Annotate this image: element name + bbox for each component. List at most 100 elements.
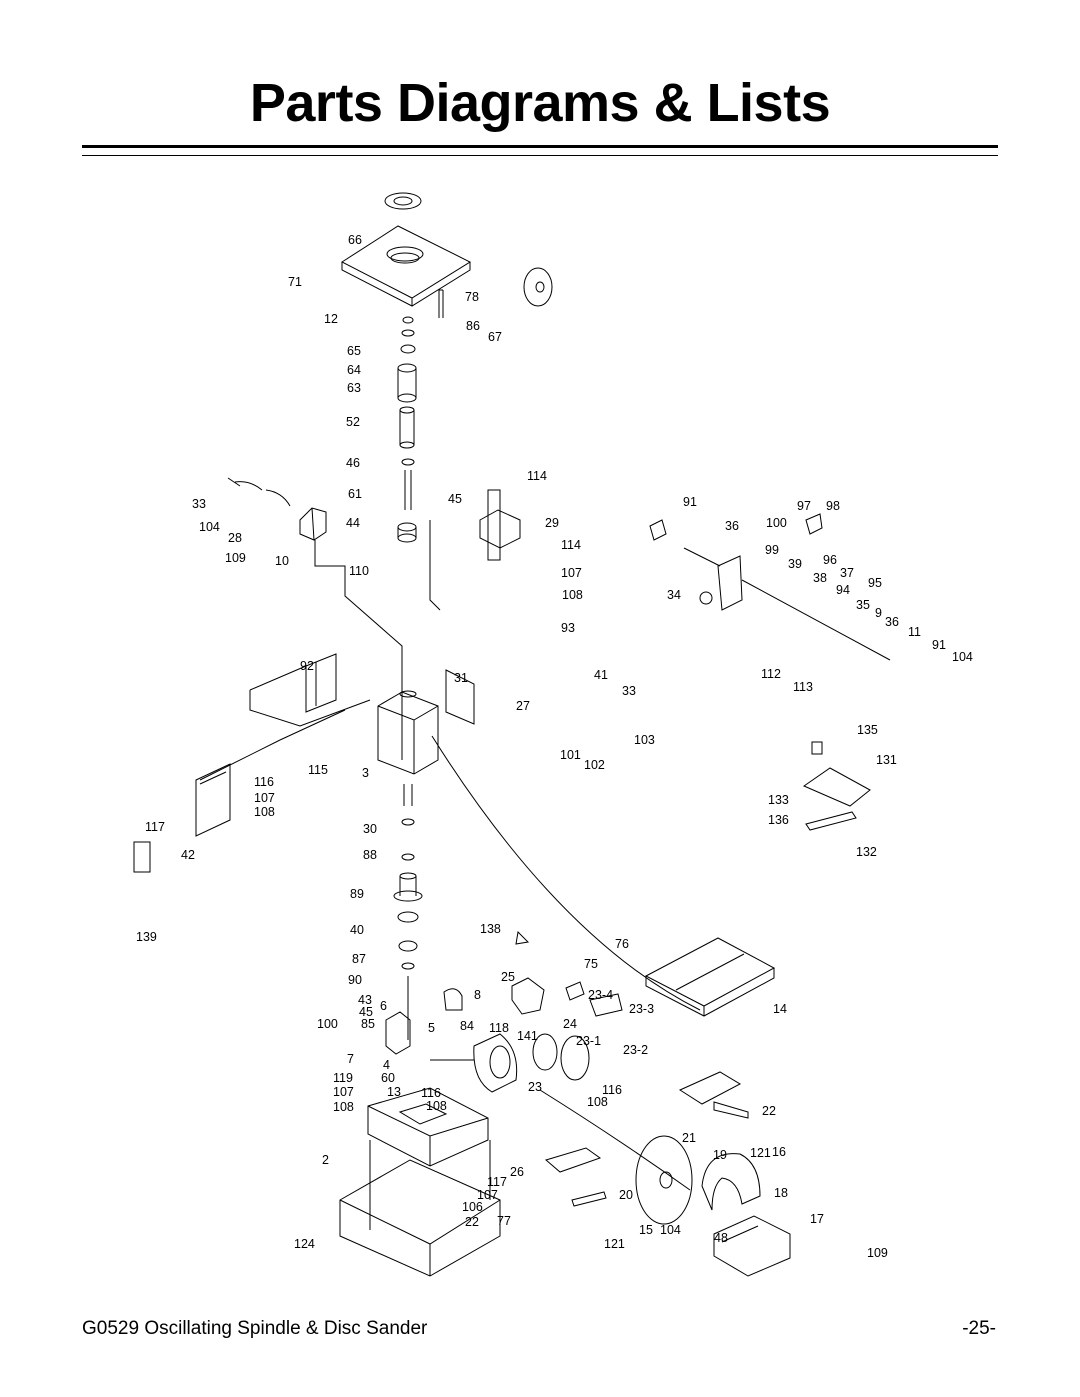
box-hole — [399, 690, 417, 698]
table-insert — [384, 192, 422, 210]
switch-housing — [717, 555, 743, 611]
part-callout: 107 — [561, 566, 582, 580]
part-callout: 132 — [856, 845, 877, 859]
part-callout: 12 — [324, 312, 338, 326]
part-callout: 77 — [497, 1214, 511, 1228]
sleeve — [397, 368, 417, 398]
part-callout: 107 — [477, 1188, 498, 1202]
part-callout: 121 — [750, 1146, 771, 1160]
disc-hub — [659, 1171, 673, 1189]
page-title: Parts Diagrams & Lists — [249, 73, 831, 133]
leader-line — [539, 1089, 691, 1191]
part-callout: 119 — [333, 1071, 353, 1085]
part-callout: 114 — [527, 469, 547, 483]
part-callout: 30 — [363, 822, 377, 836]
part-callout: 76 — [615, 937, 629, 951]
bearing-housing — [385, 1011, 411, 1055]
part-callout: 109 — [225, 551, 246, 565]
washer-hole — [535, 281, 545, 293]
collar — [397, 527, 417, 538]
part-callout: 84 — [460, 1019, 474, 1033]
hub-flange — [393, 890, 423, 902]
part-callout: 104 — [199, 520, 220, 534]
switch-bracket — [805, 513, 823, 535]
leader-line — [429, 520, 441, 611]
part-callout: 26 — [510, 1165, 524, 1179]
front-bracket — [479, 509, 521, 549]
lock-lever — [265, 489, 291, 507]
part-callout: 133 — [768, 793, 789, 807]
part-callout: 16 — [772, 1145, 786, 1159]
leader-line — [487, 489, 501, 561]
part-callout: 64 — [347, 363, 361, 377]
trunnion-bar — [713, 1101, 749, 1119]
part-callout: 11 — [908, 625, 921, 639]
nut — [402, 316, 414, 324]
part-callout: 78 — [465, 290, 479, 304]
lower-shaft — [403, 784, 413, 806]
part-callout: 4 — [383, 1058, 390, 1072]
part-callout: 31 — [454, 671, 468, 685]
diagram-linework — [133, 192, 891, 1277]
part-callout: 114 — [561, 538, 581, 552]
part-callout: 29 — [545, 516, 559, 530]
part-callout: 38 — [813, 571, 827, 585]
leader-line — [369, 1140, 491, 1230]
part-callout: 33 — [192, 497, 206, 511]
part-callout: 23-1 — [576, 1034, 601, 1048]
spacer-bottom — [399, 441, 415, 449]
part-callout: 41 — [594, 668, 608, 682]
part-callout: 118 — [489, 1021, 509, 1035]
part-callout: 116 — [254, 775, 274, 789]
dust-chute — [713, 1215, 791, 1277]
trunnion — [678, 1071, 742, 1105]
support-rod — [438, 289, 444, 318]
motor-base — [367, 1087, 489, 1167]
part-callout: 124 — [294, 1237, 315, 1251]
part-callout: 65 — [347, 344, 361, 358]
bearing — [397, 911, 419, 923]
part-callout: 102 — [584, 758, 605, 772]
side-panel-right — [445, 669, 475, 725]
spacer-top — [399, 406, 415, 414]
part-callout: 36 — [725, 519, 739, 533]
part-callout: 121 — [604, 1237, 625, 1251]
part-callout: 93 — [561, 621, 575, 635]
part-callout: 117 — [145, 820, 165, 834]
part-callout: 37 — [840, 566, 854, 580]
part-callout: 45 — [359, 1005, 373, 1019]
part-callout: 141 — [517, 1029, 538, 1043]
clip — [401, 818, 415, 826]
leader-line — [683, 547, 891, 661]
bearing — [400, 344, 416, 354]
part-callout: 46 — [346, 456, 360, 470]
part-callout: 36 — [885, 615, 899, 629]
table-insert-hole-inner — [390, 252, 420, 264]
eccentric-block — [443, 988, 463, 1011]
switch-box — [589, 993, 623, 1017]
table-bracket — [299, 507, 327, 541]
part-callout: 108 — [426, 1099, 447, 1113]
motor — [473, 1033, 518, 1093]
part-callout: 88 — [363, 848, 377, 862]
part-callout: 99 — [765, 543, 779, 557]
part-callout: 22 — [465, 1215, 479, 1229]
part-callout: 43 — [358, 993, 372, 1007]
table-insert-hole — [393, 196, 413, 206]
part-callout: 23-2 — [623, 1043, 648, 1057]
part-callout: 116 — [421, 1086, 441, 1100]
part-callout: 18 — [774, 1186, 788, 1200]
part-callout: 22 — [762, 1104, 776, 1118]
part-callout: 13 — [387, 1085, 401, 1099]
tilt-bracket — [544, 1147, 602, 1173]
part-callout: 116 — [602, 1083, 622, 1097]
miter-bar — [805, 811, 857, 831]
part-callout: 7 — [347, 1052, 354, 1066]
part-callout: 104 — [952, 650, 973, 664]
title-rule-thick — [82, 145, 998, 148]
o-ring — [398, 940, 418, 952]
part-callout: 15 — [639, 1223, 653, 1237]
part-callout: 100 — [317, 1017, 338, 1031]
part-callout: 117 — [487, 1175, 507, 1189]
